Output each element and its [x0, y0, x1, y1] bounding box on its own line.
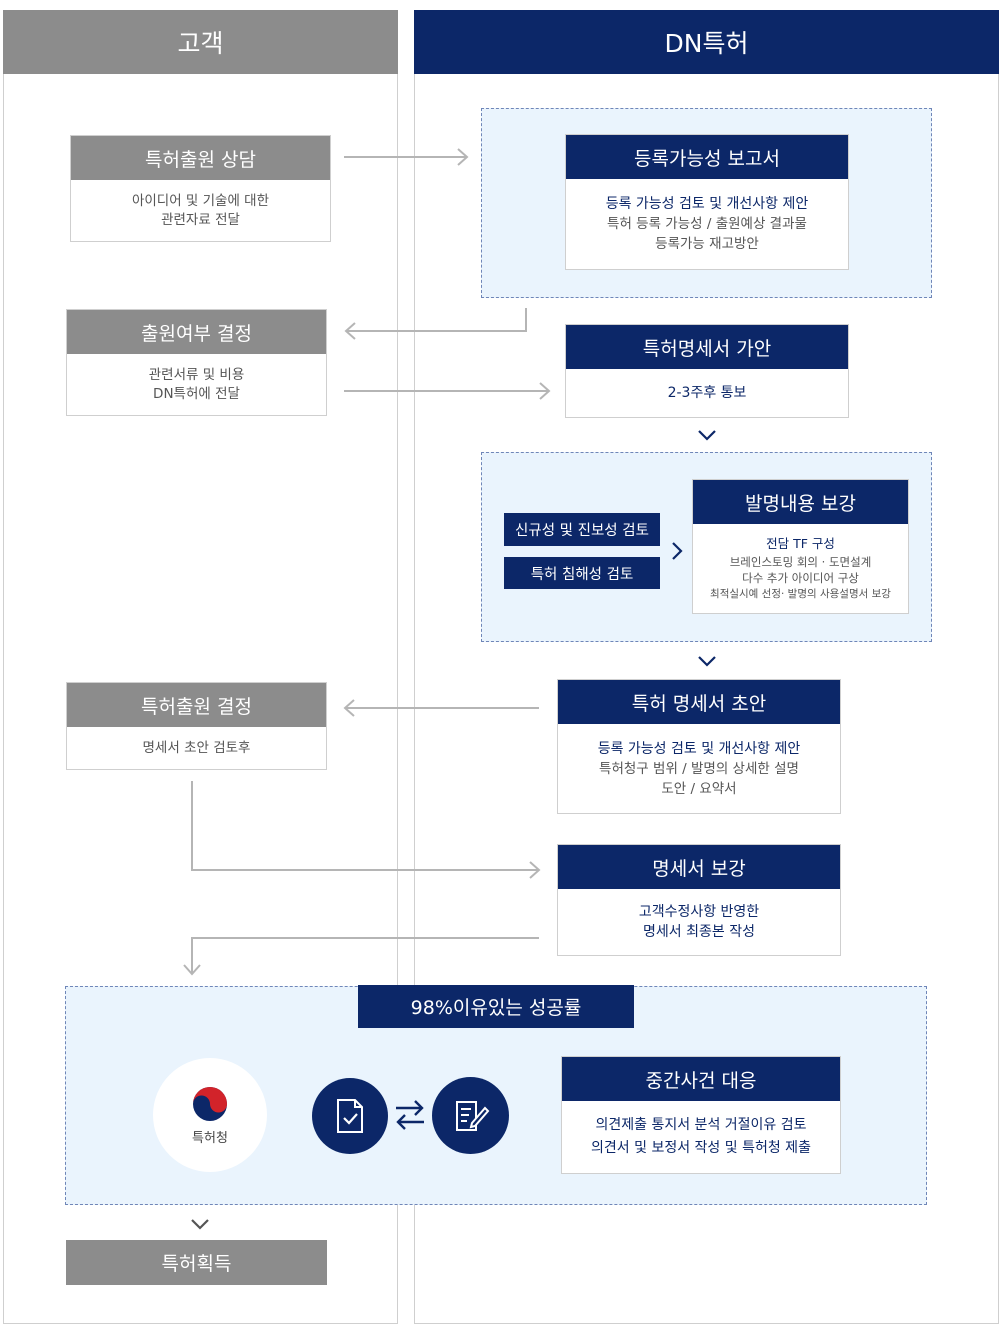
report-title: 등록가능성 보고서	[566, 135, 848, 179]
interim-response-line: 의견제출 통지서 분석 거절이유 검토	[595, 1117, 807, 1133]
swap-arrows-icon	[396, 1100, 424, 1130]
acquire-step: 특허획득	[66, 1240, 327, 1285]
draft-plan-emphasis: 2-3주후 통보	[667, 385, 747, 401]
invention-emphasis: 전담 TF 구성	[766, 535, 835, 551]
novelty-review-tag: 신규성 및 진보성 검토	[504, 513, 660, 546]
consult-line: 아이디어 및 기술에 대한	[131, 192, 270, 209]
kipo-badge: 특허청	[153, 1058, 267, 1172]
report-step: 등록가능성 보고서 등록 가능성 검토 및 개선사항 제안 특허 등록 가능성 …	[565, 134, 849, 270]
kipo-label: 특허청	[192, 1130, 228, 1146]
invention-step: 발명내용 보강 전담 TF 구성 브레인스토밍 회의 · 도면설계 다수 추가 …	[692, 479, 909, 614]
consult-title: 특허출원 상담	[71, 136, 330, 180]
success-rate-banner: 98%이유있는 성공률	[358, 985, 634, 1028]
spec-reinforce-line: 명세서 최종본 작성	[643, 924, 755, 940]
chevron-down-icon	[698, 656, 716, 667]
filing-title: 특허출원 결정	[67, 683, 326, 727]
spec-reinforce-line: 고객수정사항 반영한	[638, 904, 760, 920]
company-column-header: DN특허	[414, 10, 999, 74]
consult-line: 관련자료 전달	[161, 211, 240, 228]
interim-response-line: 의견서 및 보정서 작성 및 특허청 제출	[591, 1140, 811, 1156]
spec-draft-step: 특허 명세서 초안 등록 가능성 검토 및 개선사항 제안 특허청구 범위 / …	[557, 679, 841, 814]
infringement-review-tag: 특허 침해성 검토	[504, 557, 660, 589]
spec-draft-line: 도안 / 요약서	[661, 780, 737, 797]
draft-plan-step: 특허명세서 가안 2-3주후 통보	[565, 324, 849, 418]
report-line: 특허 등록 가능성 / 출원예상 결과물	[607, 216, 807, 232]
decision-title: 출원여부 결정	[67, 310, 326, 354]
spec-draft-line: 특허청구 범위 / 발명의 상세한 설명	[599, 760, 799, 777]
chevron-down-icon	[191, 1219, 209, 1230]
filing-line: 명세서 초안 검토후	[142, 739, 251, 756]
decision-line: 관련서류 및 비용	[148, 366, 245, 383]
invention-title: 발명내용 보강	[693, 480, 908, 524]
chevron-right-icon	[672, 542, 683, 560]
decision-step: 출원여부 결정 관련서류 및 비용 DN특허에 전달	[66, 309, 327, 416]
customer-column-header: 고객	[3, 10, 398, 74]
spec-reinforce-title: 명세서 보강	[558, 845, 840, 889]
spec-reinforce-step: 명세서 보강 고객수정사항 반영한 명세서 최종본 작성	[557, 844, 841, 956]
decision-line: DN특허에 전달	[153, 385, 240, 402]
filing-step: 특허출원 결정 명세서 초안 검토후	[66, 682, 327, 770]
report-emphasis: 등록 가능성 검토 및 개선사항 제안	[605, 196, 809, 212]
invention-line: 다수 추가 아이디어 구상	[742, 570, 859, 585]
chevron-down-icon	[698, 430, 716, 441]
kipo-emblem-icon	[193, 1086, 227, 1121]
document-check-icon	[337, 1099, 363, 1133]
draft-plan-title: 특허명세서 가안	[566, 325, 848, 369]
spec-draft-emphasis: 등록 가능성 검토 및 개선사항 제안	[597, 740, 801, 757]
document-check-badge	[312, 1078, 388, 1154]
consult-step: 특허출원 상담 아이디어 및 기술에 대한 관련자료 전달	[70, 135, 331, 242]
document-edit-icon	[455, 1100, 489, 1131]
invention-line: 최적실시예 선정· 발명의 사용설명서 보강	[710, 587, 891, 600]
interim-response-title: 중간사건 대응	[562, 1057, 840, 1101]
interim-response-step: 중간사건 대응 의견제출 통지서 분석 거절이유 검토 의견서 및 보정서 작성…	[561, 1056, 841, 1174]
document-edit-badge	[432, 1077, 509, 1154]
spec-draft-title: 특허 명세서 초안	[558, 680, 840, 724]
invention-line: 브레인스토밍 회의 · 도면설계	[729, 554, 872, 569]
report-line: 등록가능 재고방안	[655, 236, 759, 252]
